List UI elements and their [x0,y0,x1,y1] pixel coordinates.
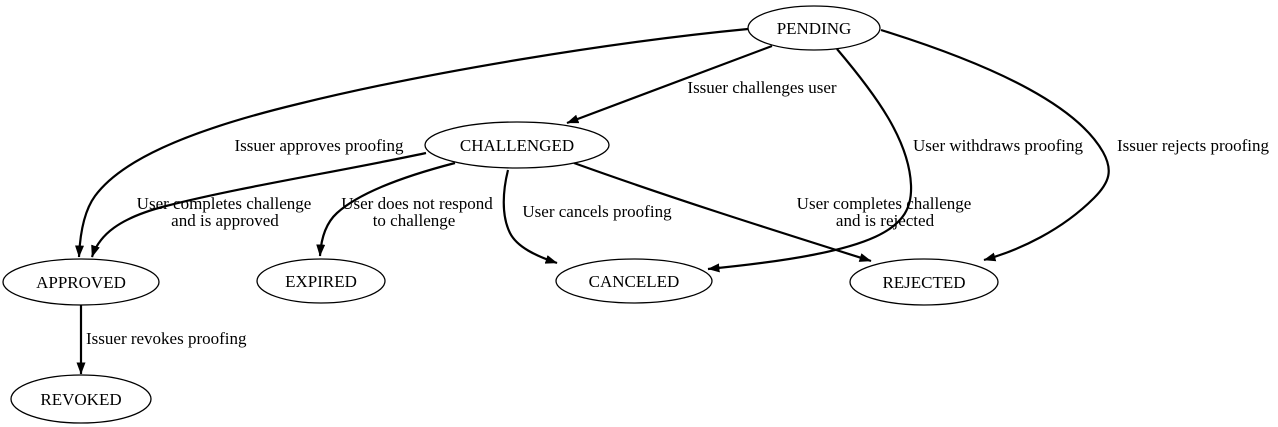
edge-line-pending-canceled [707,48,913,273]
node-label-rejected: REJECTED [882,273,965,292]
node-label-expired: EXPIRED [285,272,357,291]
node-ellipse-revoked [10,374,152,424]
state-node-pending: PENDING [747,5,881,51]
node-ellipse-challenged [424,121,610,169]
state-node-approved: APPROVED [2,258,160,306]
edge-challenged-to-rejected: User completes challenge and is rejected [573,161,972,263]
edge-challenged-to-expired: User does not respond to challenge [316,161,493,257]
edge-label-user-cancels-proofing: User cancels proofing [522,202,672,221]
edge-pending-to-approved: Issuer approves proofing [75,27,749,258]
edge-label-no-respond-line2: to challenge [373,211,456,230]
edge-line-challenged-rejected [573,161,872,263]
edge-label-issuer-revokes-proofing: Issuer revokes proofing [86,329,247,348]
state-node-expired: EXPIRED [256,258,386,304]
edge-pending-to-challenged: Issuer challenges user [566,44,837,125]
edge-line-pending-rejected [880,28,1110,262]
edge-label-issuer-rejects-proofing: Issuer rejects proofing [1117,136,1270,155]
edge-label-completes-challenge-rejected-line1: User completes challenge [797,194,972,213]
edge-label-user-withdraws-proofing: User withdraws proofing [913,136,1083,155]
node-label-canceled: CANCELED [589,272,680,291]
edge-label-completes-challenge-rejected-line2: and is rejected [836,211,935,230]
edge-line-pending-approved [75,27,749,258]
edge-line-challenged-canceled [502,169,558,265]
node-ellipse-approved [2,258,160,306]
edge-approved-to-revoked: Issuer revokes proofing [76,305,247,375]
node-label-pending: PENDING [777,19,852,38]
edge-line-challenged-expired [316,161,456,257]
edge-challenged-to-approved: User completes challenge and is approved [90,151,427,258]
state-node-challenged: CHALLENGED [424,121,610,169]
node-label-approved: APPROVED [36,273,126,292]
node-ellipse-canceled [555,258,713,304]
edge-challenged-to-canceled: User cancels proofing [502,169,672,265]
edge-label-issuer-approves-proofing: Issuer approves proofing [234,136,404,155]
state-node-canceled: CANCELED [555,258,713,304]
edge-label-issuer-challenges-user: Issuer challenges user [687,78,837,97]
node-ellipse-rejected [849,258,999,306]
state-node-rejected: REJECTED [849,258,999,306]
edge-line-challenged-approved [90,151,427,258]
node-label-challenged: CHALLENGED [460,136,574,155]
edge-pending-to-canceled: User withdraws proofing [707,48,1083,273]
edge-label-completes-challenge-approved-line2: and is approved [171,211,279,230]
state-node-revoked: REVOKED [10,374,152,424]
node-label-revoked: REVOKED [40,390,121,409]
edge-pending-to-rejected: Issuer rejects proofing [880,28,1270,262]
node-ellipse-pending [747,5,881,51]
edge-line-pending-challenged [566,44,773,125]
edge-label-no-respond-line1: User does not respond [341,194,493,213]
node-ellipse-expired [256,258,386,304]
edge-label-completes-challenge-approved-line1: User completes challenge [137,194,312,213]
